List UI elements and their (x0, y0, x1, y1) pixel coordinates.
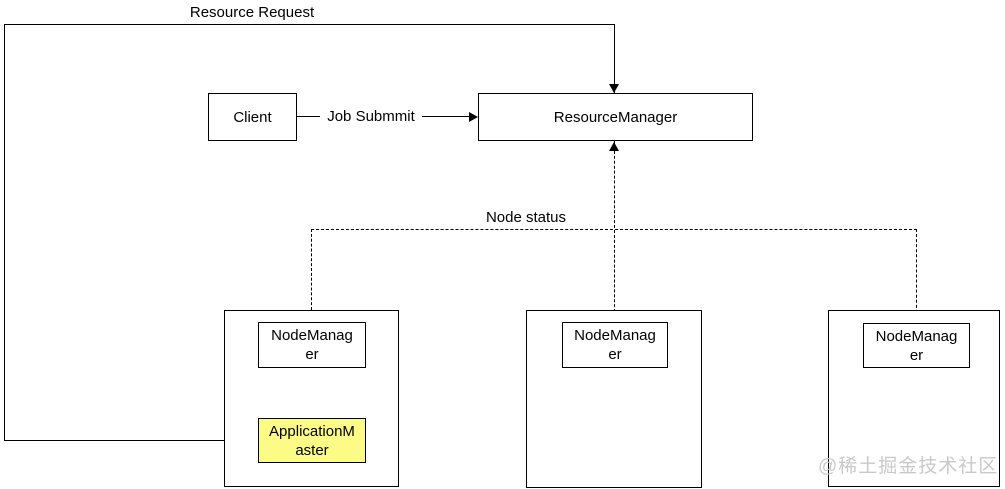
resource-request-line-drop (614, 24, 615, 93)
job-submit-label: Job Submmit (320, 108, 422, 125)
arrowhead-into-resourcemanager-left (469, 112, 478, 122)
node-manager-3-label-line2: er (909, 346, 924, 364)
application-master-label-line2: aster (295, 441, 329, 459)
node-manager-1-label-line1: NodeManag (271, 327, 353, 344)
resource-request-line-bottom (4, 440, 258, 441)
application-master-label-line1: ApplicationM (269, 422, 355, 440)
resource-manager-box: ResourceManager (478, 93, 753, 141)
watermark: @稀土掘金技术社区 (818, 456, 999, 477)
client-box: Client (208, 93, 297, 141)
resource-request-line-top (4, 24, 614, 25)
arrowhead-into-resourcemanager-bottom (609, 142, 619, 151)
node-status-line-middle (614, 141, 615, 322)
node-manager-box-2: NodeManag er (562, 322, 668, 368)
application-master-box: ApplicationM aster (258, 418, 366, 463)
node-manager-box-3: NodeManag er (863, 323, 970, 368)
resource-manager-label: ResourceManager (553, 108, 678, 126)
client-label: Client (233, 108, 272, 126)
node-manager-box-1: NodeManag er (258, 322, 366, 368)
resource-request-label: Resource Request (189, 4, 315, 21)
node-container-3 (828, 310, 1000, 487)
node-status-line-right-drop (916, 229, 917, 323)
node-manager-1-label-line2: er (305, 346, 319, 363)
node-manager-2-label-line2: er (608, 346, 622, 363)
node-manager-3-label-line1: NodeManag (875, 327, 958, 345)
node-status-label: Node status (485, 209, 567, 226)
node-manager-2-label-line1: NodeManag (574, 327, 656, 344)
resource-request-line-left (4, 24, 5, 440)
arrowhead-into-resourcemanager-top (609, 84, 619, 93)
node-status-line-left-drop (311, 229, 312, 310)
